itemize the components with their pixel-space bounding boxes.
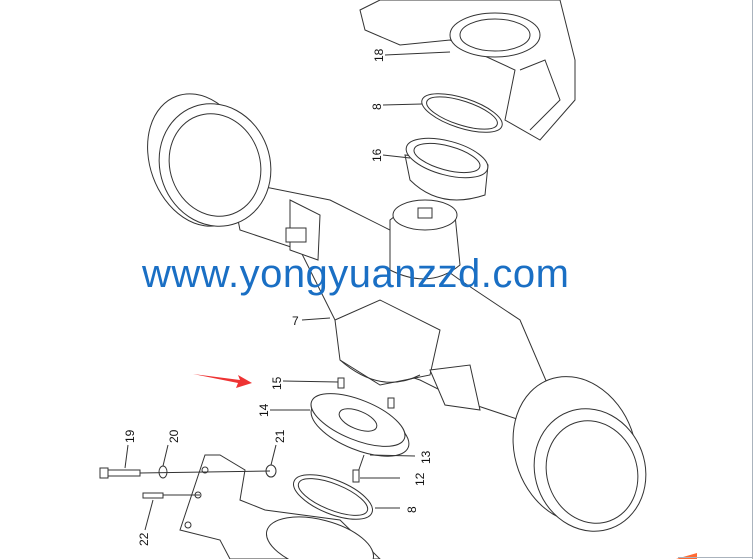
label-8-top: 8 xyxy=(370,103,384,110)
label-21: 21 xyxy=(273,429,287,443)
part-7-axle-housing xyxy=(147,93,647,532)
label-22: 22 xyxy=(137,532,151,546)
parts-19-22-fasteners xyxy=(99,464,277,499)
bottom-bracket xyxy=(179,454,381,559)
label-18: 18 xyxy=(372,48,386,62)
label-20: 20 xyxy=(167,429,181,443)
leader-lines xyxy=(124,51,451,531)
frame-border xyxy=(752,0,753,559)
corner-mark xyxy=(676,553,697,559)
label-16: 16 xyxy=(370,148,384,162)
label-8-bottom: 8 xyxy=(405,506,419,513)
part-15-pins xyxy=(337,377,395,409)
label-15: 15 xyxy=(270,376,284,390)
part-8-ring-bottom xyxy=(293,474,373,520)
part-labels: 18 8 16 7 15 14 13 12 8 19 20 21 22 xyxy=(123,48,433,546)
part-18-bracket xyxy=(359,0,576,141)
part-14-flange xyxy=(310,393,410,457)
part-12-13-bolt xyxy=(352,454,365,483)
label-14: 14 xyxy=(257,403,271,417)
frame-border-bottom xyxy=(678,557,753,558)
watermark-text: www.yongyuanzzd.com xyxy=(142,252,570,296)
label-13: 13 xyxy=(419,450,433,464)
label-12: 12 xyxy=(413,472,427,486)
red-arrow-icon xyxy=(193,374,252,388)
label-7: 7 xyxy=(292,314,299,328)
label-19: 19 xyxy=(123,429,137,443)
part-8-ring-top xyxy=(421,93,503,133)
part-16-bushing xyxy=(404,137,489,201)
